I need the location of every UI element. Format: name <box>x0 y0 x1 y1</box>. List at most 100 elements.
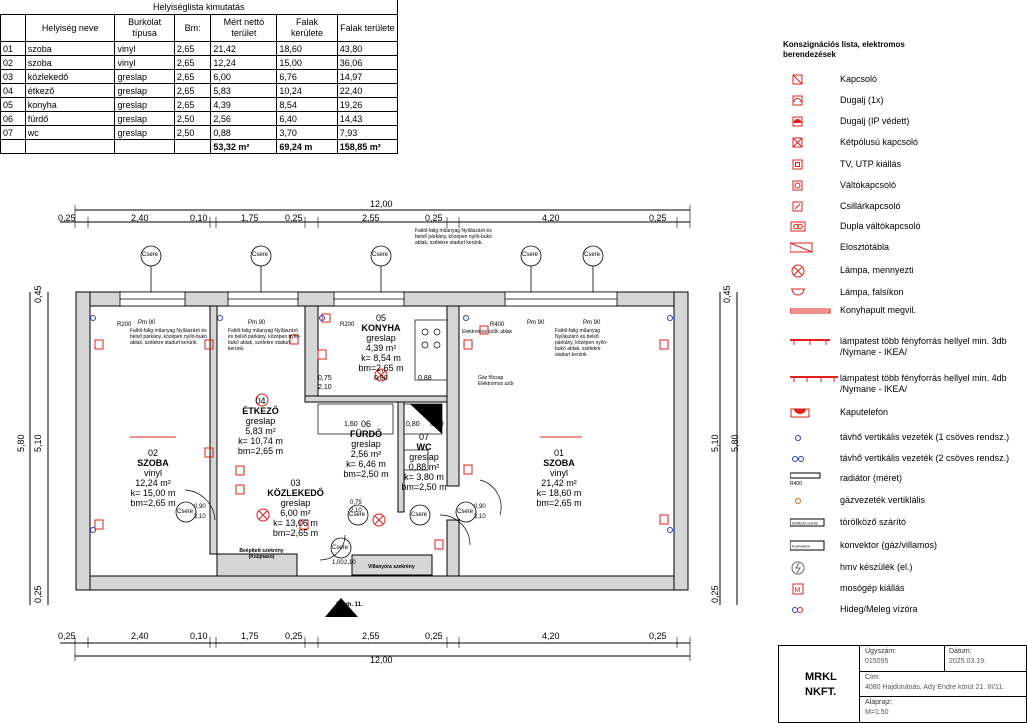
csere-label-5: Csere <box>584 252 601 258</box>
legend-label: törölköző szárító <box>840 517 907 527</box>
top-dim-8: 4,20 <box>542 213 560 223</box>
table-cell: 2,50 <box>173 111 212 126</box>
legend-item: Dugalj (1x) <box>790 93 1027 109</box>
table-cell: 14,97 <box>336 69 399 84</box>
legend-label: Dupla váltókapcsoló <box>840 221 921 231</box>
table-cell: 2,50 <box>173 125 212 140</box>
water-heater-icon <box>790 560 850 576</box>
water-meter-icon <box>790 602 850 618</box>
etkezo-window-note: Faltól-falig műanyag Nyílászáró és belső… <box>228 328 301 352</box>
bath-dim-1: 1,60 <box>344 421 358 428</box>
table-cell: szoba <box>24 55 116 70</box>
legend-label: gázvezeték vertiklális <box>840 495 926 505</box>
socket-icon <box>790 93 850 109</box>
left-dim-3: 5,80 <box>16 434 26 452</box>
top-total-dim: 12,00 <box>370 199 393 209</box>
gas-pipe-icon <box>790 493 850 509</box>
kitchen-dim-3: 0,80 <box>374 375 388 382</box>
door-dim-3: 0,75 <box>350 500 362 506</box>
table-cell: 21,42 <box>210 41 278 56</box>
top-dim-6: 2,55 <box>362 213 380 223</box>
socket-ip-icon <box>790 114 850 130</box>
room-04-area: 5,83 m² <box>245 426 276 436</box>
kitchen-dim-1: 0,75 <box>318 375 332 382</box>
room-05-k: k= 8,54 m <box>361 353 401 363</box>
legend-label: Csillárkapcsoló <box>840 201 901 211</box>
room-07-area: 0,88 m² <box>408 462 440 472</box>
changeover-switch-icon <box>790 178 850 194</box>
room-07-k: k= 3,80 m <box>404 472 444 482</box>
table-cell: 15,00 <box>276 55 338 70</box>
table-cell: szoba <box>24 41 116 56</box>
total-wall-area: 158,85 m² <box>336 139 399 154</box>
radiator-icon: R400 <box>789 471 850 487</box>
table-cell: 01 <box>0 41 26 56</box>
total-perimeter: 69,24 m <box>276 139 338 154</box>
svg-text:M: M <box>795 587 801 594</box>
total-area: 53,32 m² <box>210 139 278 154</box>
legend-label: Váltókapcsoló <box>840 180 897 190</box>
table-cell: 6,00 <box>210 69 278 84</box>
left-dim-2: 5,10 <box>33 434 43 452</box>
r200-label-1: R200 <box>117 322 132 328</box>
room-05-bm: bm=2,65 m <box>358 363 404 373</box>
counter-light-icon <box>789 303 850 319</box>
bottom-dim-4: 1,75 <box>241 631 259 641</box>
elektromos-note: Elektromos szűk ablak <box>462 329 513 335</box>
header-net-area: Mért nettó terület <box>210 14 278 42</box>
csere-label-10: Csere <box>332 545 349 551</box>
room-01-name: SZOBA <box>543 458 575 468</box>
table-cell: 2,65 <box>173 41 212 56</box>
top-dim-7: 0,25 <box>425 213 443 223</box>
top-dim-4: 1,75 <box>241 213 259 223</box>
header-bm: Bm: <box>173 14 212 42</box>
alaprajz-label: Alaprajz: <box>865 699 893 706</box>
room-04-num: 04 <box>255 396 266 406</box>
distribution-board-icon <box>789 240 850 256</box>
ugyszam-label: Ügyszám: <box>865 648 897 655</box>
room-02-name: SZOBA <box>137 458 169 468</box>
room-01-bm: bm=2,65 m <box>536 498 582 508</box>
datum-value: 2025.03.19. <box>949 658 986 665</box>
table-cell: greslap <box>114 125 175 140</box>
door-dim-8: 2,10 <box>344 560 356 566</box>
legend-item: távhő vertikális vezeték (2 csöves rends… <box>790 451 1027 467</box>
wall-lamp-icon <box>790 285 850 301</box>
legend-item: Dugalj (IP védett) <box>790 114 1027 130</box>
table-cell: 19,26 <box>336 97 399 112</box>
table-cell: 2,65 <box>173 83 212 98</box>
room-01-area: 21,42 m² <box>541 478 577 488</box>
legend-label: konvektor (gáz/villamos) <box>840 540 938 550</box>
villanyora-label: Villanyóra szekrény <box>368 564 415 570</box>
ceiling-lamp-icon <box>790 263 850 279</box>
room-02-floor: vinyl <box>143 468 162 478</box>
room-04-bm: bm=2,65 m <box>237 446 284 456</box>
table-cell: 4,39 <box>210 97 278 112</box>
room-04-floor: greslap <box>245 416 276 426</box>
legend-title: Konszignációs lista, elektromos berendez… <box>783 40 905 59</box>
chandelier-switch-icon <box>790 199 850 215</box>
table-cell: 04 <box>0 83 26 98</box>
legend-item: Hideg/Meleg vízóra <box>790 602 1027 618</box>
convector-icon: Konvektor <box>789 538 850 554</box>
room-07-label: 07 WC greslap 0,88 m² k= 3,80 m bm=2,50 … <box>400 432 448 492</box>
svg-text:Konvektor: Konvektor <box>792 544 811 549</box>
legend-label: lámpatest több fényforrás hellyel min. 4… <box>840 373 1007 394</box>
table-cell: greslap <box>114 69 175 84</box>
legend-item: Kaputelefon <box>790 405 1027 421</box>
room-06-bm: bm=2,50 m <box>343 469 389 479</box>
room-06-floor: greslap <box>351 439 381 449</box>
table-cell: 2,56 <box>210 111 278 126</box>
door-dim-1: 0,90 <box>194 504 206 510</box>
room-06-k: k= 6,46 m <box>346 459 386 469</box>
top-dim-3: 0,10 <box>190 213 208 223</box>
room-table-title: Helyiséglista kimutatás <box>0 0 398 15</box>
header-wall-perimeter: Falak kerülete <box>276 14 338 42</box>
room-01-num: 01 <box>553 448 564 458</box>
room-05-name: KONYHA <box>361 323 401 333</box>
r400-label: R400 <box>490 322 505 328</box>
legend-item: Lámpa, mennyezti <box>790 263 1027 279</box>
